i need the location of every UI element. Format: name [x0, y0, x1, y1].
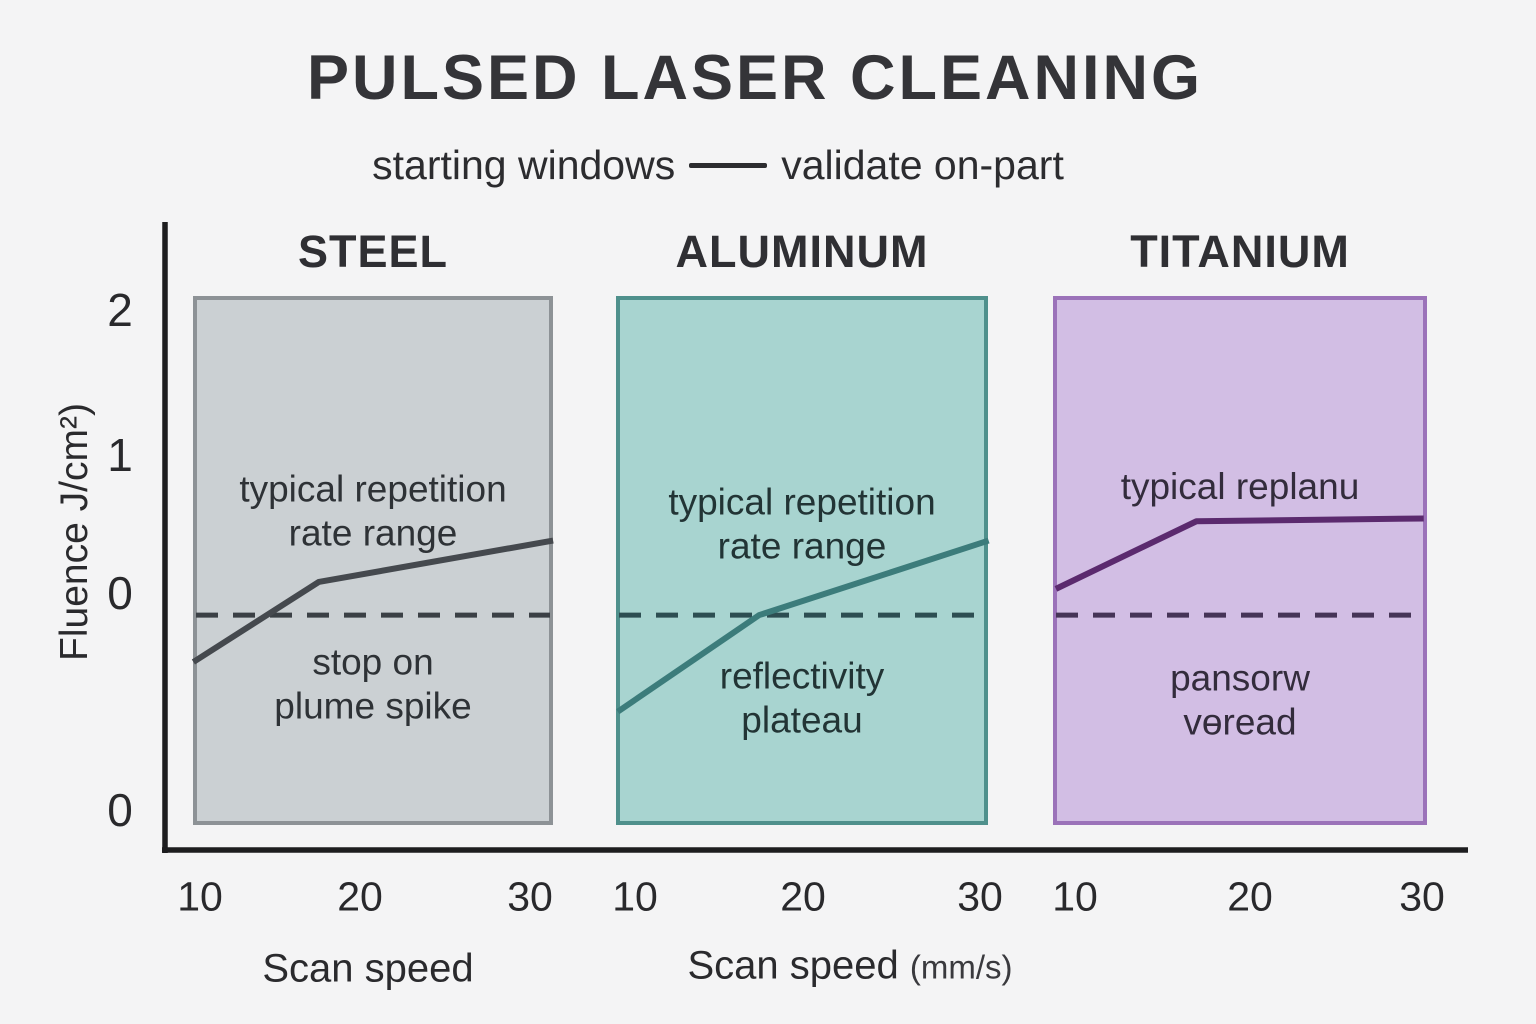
x-tick-label: 30: [1399, 873, 1445, 920]
x-axis-label-right: Scan speed (mm/s): [687, 944, 1012, 989]
x-axis-label-left: Scan speed: [262, 947, 473, 992]
x-tick-label: 20: [337, 873, 383, 920]
panel-title-titanium: TITANIUM: [1130, 226, 1350, 277]
y-tick-label: 2: [107, 284, 133, 336]
subtitle-dash-line: [689, 163, 768, 168]
subtitle-left-text: starting windows: [372, 142, 676, 188]
panel-title-steel: STEEL: [297, 226, 449, 277]
x-axis-label-left-text: Scan speed: [262, 946, 474, 991]
subtitle-right-text: validate on-part: [781, 142, 1064, 188]
x-axis-unit-text: (mm/s): [909, 948, 1013, 986]
annotation-titanium-1: typical replanu: [1120, 466, 1360, 508]
x-tick-label: 10: [612, 873, 658, 920]
page-title: PULSED LASER CLEANING: [306, 43, 1204, 113]
y-tick-label: 0: [107, 784, 133, 836]
x-tick-label: 10: [177, 873, 223, 920]
x-tick-label: 20: [1227, 873, 1273, 920]
panel-steel: [193, 296, 553, 825]
x-tick-label: 20: [780, 873, 826, 920]
subtitle: starting windows validate on-part: [0, 142, 1436, 189]
x-tick-label: 30: [957, 873, 1003, 920]
y-tick-label: 0: [107, 567, 133, 619]
y-tick-label: 1: [107, 429, 133, 481]
x-tick-label: 10: [1052, 873, 1098, 920]
panel-titanium: [1053, 296, 1427, 825]
x-tick-label: 30: [507, 873, 553, 920]
panel-title-aluminum: ALUMINUM: [675, 226, 929, 277]
x-axis-label-right-text: Scan speed: [687, 943, 899, 988]
